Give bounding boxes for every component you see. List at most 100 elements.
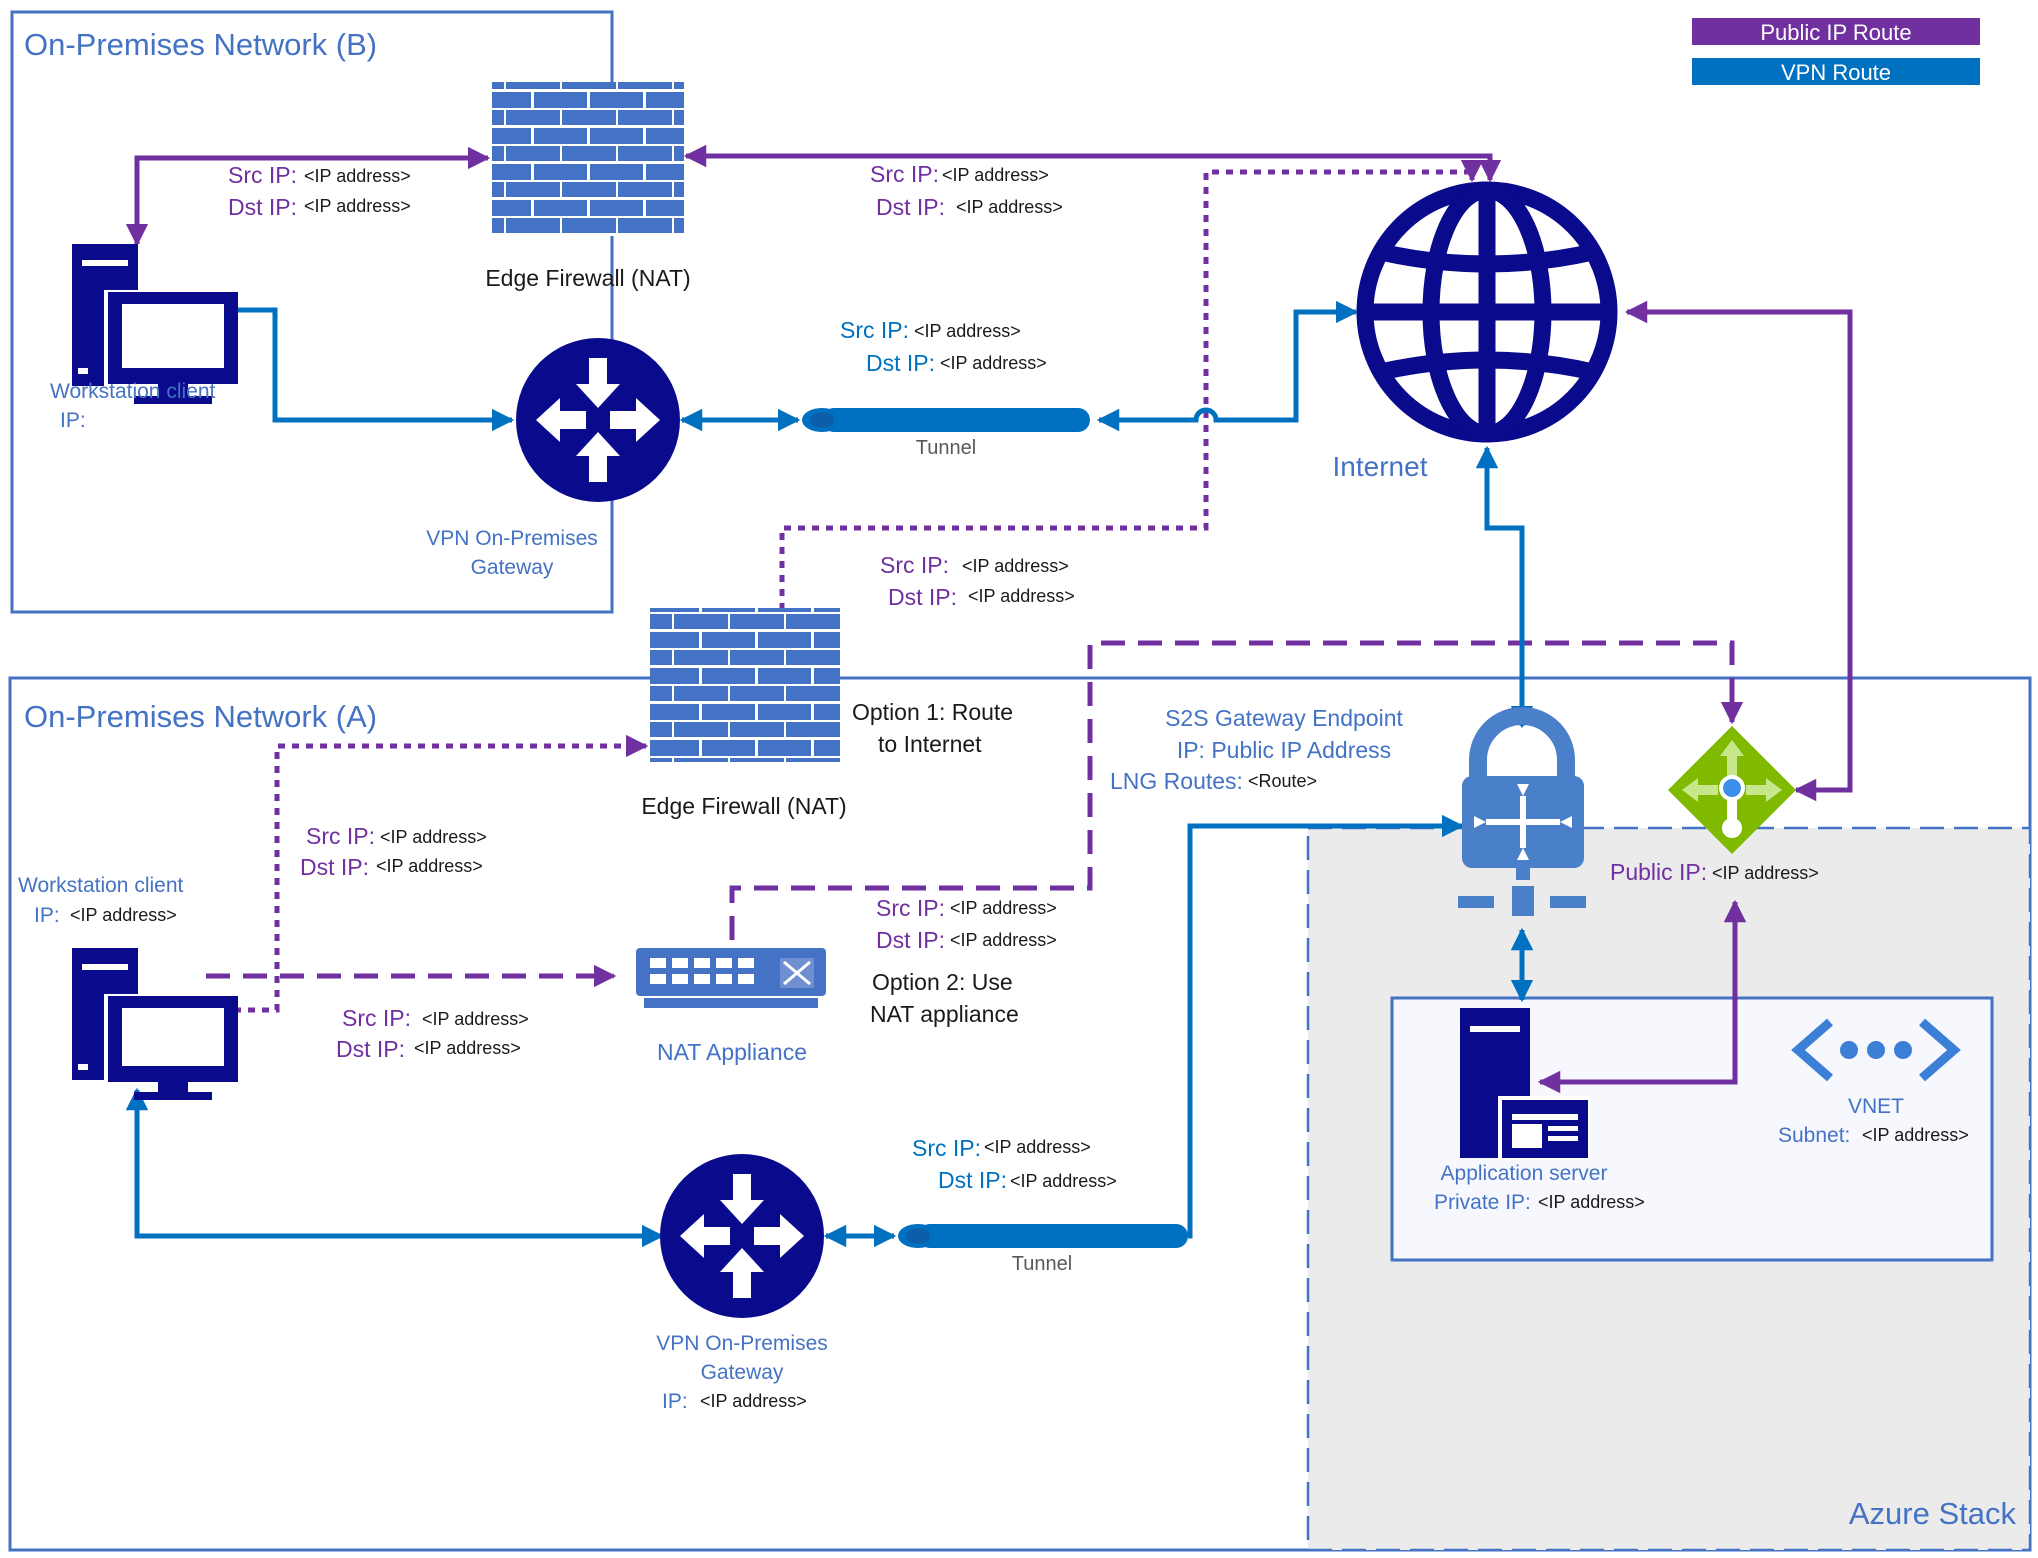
a-tunnel-flow: Src IP: <IP address> Dst IP: <IP address… [912,1135,1117,1193]
a-gateway-name-1: VPN On-Premises [656,1332,828,1355]
route-public-ip-app-server [1537,899,1747,1094]
app-server-ip-value: <IP address> [1538,1192,1645,1212]
a-to-nat-flow: Src IP: <IP address> Dst IP: <IP address… [336,1005,529,1062]
flow-dst-label: Dst IP: [876,927,945,953]
vnet-subnet-value: <IP address> [1862,1125,1969,1145]
flow-src-label: Src IP: [342,1005,411,1031]
flow-dst-label: Dst IP: [300,854,369,880]
flow-src-value: <IP address> [914,321,1021,341]
globe-icon [1356,181,1618,443]
vnet-icon [1791,1018,1961,1082]
route-a-firewall-internet [779,159,1484,610]
public-ip-icon [1668,726,1796,854]
azure-stack-title: Azure Stack [1849,1496,2017,1531]
flow-dst-value: <IP address> [376,856,483,876]
public-ip-label: Public IP: [1610,859,1707,885]
option1-line1: Option 1: Route [852,699,1013,725]
a-to-firewall-flow: Src IP: <IP address> Dst IP: <IP address… [300,823,487,880]
b-tunnel-flow: Src IP: <IP address> Dst IP: <IP address… [840,317,1047,376]
a-workstation-name: Workstation client [18,874,184,897]
b-workstation-name: Workstation client [50,380,216,403]
route-a-workstation-gateway [125,1087,665,1248]
flow-src-value: <IP address> [304,166,411,186]
network-b-region [10,10,614,614]
route-internet-s2s [1487,444,1522,730]
route-a-tunnel-s2s [1187,814,1465,1239]
s2s-lng-value: <Route> [1248,771,1317,791]
option1-line2: to Internet [878,731,982,757]
b-gateway-name-1: VPN On-Premises [426,527,598,550]
a-gateway-name-2: Gateway [701,1361,784,1384]
legend-public-ip-label: Public IP Route [1760,20,1911,45]
flow-src-value: <IP address> [962,556,1069,576]
flow-src-value: <IP address> [950,898,1057,918]
workstation-computer-icon [72,948,238,1100]
network-a-title: On-Premises Network (A) [24,699,377,734]
option2-line2: NAT appliance [870,1001,1019,1027]
route-a-workstation-firewall [206,734,649,1013]
b-firewall-right-flow: Src IP: <IP address> Dst IP: <IP address… [870,161,1063,220]
legend: Public IP Route VPN Route [1692,18,1980,85]
flow-dst-value: <IP address> [1010,1171,1117,1191]
vpn-routes [125,298,1534,1248]
b-tunnel-label: Tunnel [916,437,976,459]
a-gateway-ip-value: <IP address> [700,1391,807,1411]
a-workstation-ip-label: IP: [34,904,60,927]
flow-src-label: Src IP: [876,895,945,921]
firewall-icon [492,82,684,236]
flow-dst-value: <IP address> [940,353,1047,373]
b-firewall-left-flow: Src IP: <IP address> Dst IP: <IP address… [228,162,411,220]
flow-src-label: Src IP: [228,162,297,188]
flow-src-label: Src IP: [870,161,939,187]
public-ip-routes [125,144,1853,1094]
flow-dst-label: Dst IP: [336,1036,405,1062]
flow-src-value: <IP address> [942,165,1049,185]
route-b-tunnel-internet [1096,300,1359,432]
flow-dst-label: Dst IP: [876,194,945,220]
route-b-workstation-firewall [125,146,491,247]
a-tunnel-label: Tunnel [1012,1253,1072,1275]
a-gateway-ip-label: IP: [662,1390,688,1413]
tunnel-icon [898,1224,1188,1248]
workstation-computer-icon [72,244,238,404]
flow-src-label: Src IP: [306,823,375,849]
a-firewall-name: Edge Firewall (NAT) [641,793,846,819]
router-icon [516,338,680,502]
internet-label: Internet [1333,451,1428,482]
legend-public-ip-swatch [1692,18,1980,45]
s2s-title: S2S Gateway Endpoint [1165,705,1403,731]
tunnel-icon [802,408,1090,432]
a-nat-out-flow: Src IP: <IP address> Dst IP: <IP address… [876,895,1057,953]
flow-dst-value: <IP address> [956,197,1063,217]
flow-src-value: <IP address> [380,827,487,847]
flow-src-label: Src IP: [912,1135,981,1161]
s2s-ip: IP: Public IP Address [1177,737,1391,763]
a-workstation-ip-value: <IP address> [70,905,177,925]
app-server-icon [1460,1008,1590,1160]
vnet-name: VNET [1848,1095,1904,1118]
option2-line1: Option 2: Use [872,969,1013,995]
nat-appliance-name: NAT Appliance [657,1039,807,1065]
b-workstation-ip-label: IP: [60,409,86,432]
router-icon [660,1154,824,1318]
flow-src-value: <IP address> [984,1137,1091,1157]
flow-dst-value: <IP address> [414,1038,521,1058]
flow-dst-value: <IP address> [950,930,1057,950]
a-firewall-up-flow: Src IP: <IP address> Dst IP: <IP address… [880,552,1075,610]
app-server-ip-label: Private IP: [1434,1191,1531,1214]
b-firewall-name: Edge Firewall (NAT) [485,265,690,291]
flow-src-label: Src IP: [880,552,949,578]
route-internet-s2s-line [1475,445,1534,729]
route-b-firewall-internet [683,144,1502,183]
vnet-subnet-label: Subnet: [1778,1124,1850,1147]
route-internet-public-ip [1624,300,1853,802]
flow-dst-value: <IP address> [968,586,1075,606]
flow-dst-label: Dst IP: [888,584,957,610]
flow-dst-label: Dst IP: [866,350,935,376]
vpn-gateway-lock-icon [1458,707,1586,916]
nat-appliance-icon [636,948,826,1008]
route-b-workstation-gateway [209,298,515,432]
legend-vpn-swatch [1692,58,1980,85]
